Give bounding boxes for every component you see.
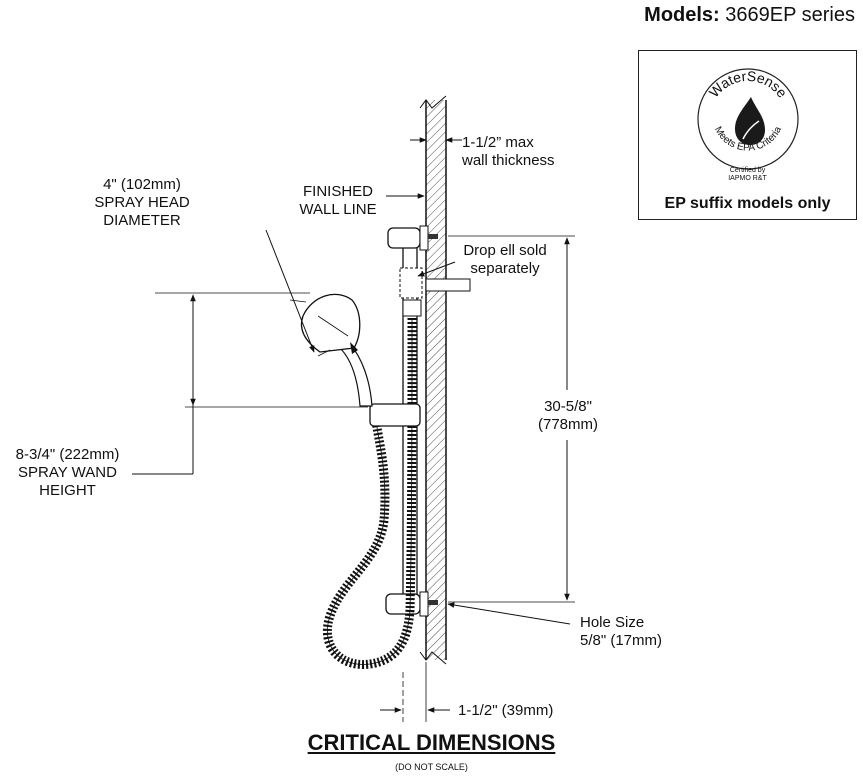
spray-head-leader — [265, 229, 315, 353]
head-ext-bottom — [317, 349, 331, 357]
drop-ell — [399, 261, 471, 317]
finished-wall-label: FINISHED WALL LINE — [288, 183, 388, 219]
bottom-bracket — [385, 593, 421, 615]
hole-size-label: Hole Size 5/8" (17mm) — [580, 614, 662, 650]
hose-centerline — [327, 317, 413, 665]
cert-line-2: IAPMO R&T — [728, 175, 767, 182]
hand-shower — [300, 293, 373, 407]
top-screw-icon — [428, 234, 438, 239]
wall-break-top — [419, 95, 447, 109]
hole-size-leader — [447, 602, 571, 625]
hole-size-line-2: 5/8" (17mm) — [580, 632, 663, 649]
leaf-vein-icon — [742, 120, 760, 140]
watersense-box: WaterSense Meets EPA Criteria Certified … — [638, 50, 857, 220]
bottom-screw-icon — [428, 600, 438, 605]
critical-dimensions-title: CRITICAL DIMENSIONS — [307, 730, 556, 755]
drop-ell-label: Drop ell sold separately — [450, 242, 560, 278]
spray-head-line-1: 4" (102mm) — [103, 176, 181, 193]
wall-thickness-label: 1-1/2” max wall thickness — [462, 134, 555, 170]
hole-size-line-1: Hole Size — [580, 614, 645, 631]
certification-text: Certified by IAPMO R&T — [639, 167, 856, 183]
offset-label: 1-1/2" (39mm) — [458, 702, 554, 719]
bar-length-line-1: 30-5/8" — [544, 398, 592, 415]
models-value: 3669EP series — [719, 4, 855, 26]
drop-ell-line-1: Drop ell sold — [463, 242, 547, 259]
spray-button-icon — [350, 342, 358, 354]
ep-suffix-caption: EP suffix models only — [664, 195, 831, 212]
wall-thickness-line-2: wall thickness — [462, 152, 555, 169]
top-mount-plate — [419, 225, 429, 251]
cert-line-1: Certified by — [729, 167, 766, 174]
bar-length-line-2: (778mm) — [537, 416, 598, 433]
finished-wall-line-2: WALL LINE — [299, 201, 377, 218]
supply-pipe — [425, 278, 471, 292]
spray-head — [300, 293, 361, 353]
spray-head-label: 4" (102mm) SPRAY HEAD DIAMETER — [72, 176, 212, 230]
do-not-scale-note: (DO NOT SCALE) — [395, 762, 468, 772]
wand-height-label: 8-3/4" (222mm) SPRAY WAND HEIGHT — [0, 446, 135, 500]
wall-thickness-line-1: 1-1/2” max — [462, 134, 534, 151]
bottom-mount-plate — [419, 591, 429, 617]
wand-height-line-3: HEIGHT — [39, 482, 96, 499]
head-ext-top — [289, 299, 307, 303]
wand-height-line-2: SPRAY WAND — [18, 464, 117, 481]
water-drop-icon — [735, 97, 765, 145]
shower-handle — [338, 343, 373, 407]
finished-wall-line-1: FINISHED — [302, 183, 373, 200]
bar-length-label: 30-5/8" (778mm) — [518, 398, 618, 434]
drop-ell-leader — [417, 261, 456, 277]
wall — [419, 95, 447, 665]
hose — [322, 317, 417, 669]
hose-connector — [402, 299, 422, 317]
spray-head-line-3: DIAMETER — [103, 212, 181, 229]
models-label: Models: — [644, 4, 720, 26]
drop-ell-line-2: separately — [470, 260, 540, 277]
slider-holder — [369, 403, 421, 427]
logo-ring — [697, 68, 799, 170]
models-heading: Models: 3669EP series — [644, 4, 855, 27]
wall-break-bottom — [419, 651, 447, 665]
wand-height-line-1: 8-3/4" (222mm) — [15, 446, 120, 463]
drop-ell-fitting — [399, 267, 423, 299]
wall-hatch — [426, 100, 446, 660]
watersense-logo: WaterSense Meets EPA Criteria — [697, 68, 799, 170]
spray-face-line — [317, 315, 349, 337]
top-bracket — [387, 227, 421, 249]
spray-head-line-2: SPRAY HEAD — [94, 194, 190, 211]
